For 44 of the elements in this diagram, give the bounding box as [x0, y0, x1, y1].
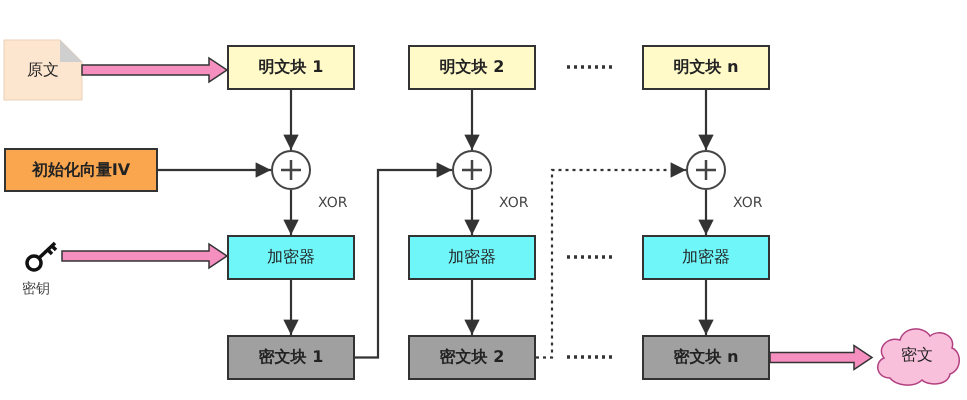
block-arrow: [769, 344, 874, 371]
node-label: 加密器: [267, 247, 315, 268]
xor-circle: [686, 150, 726, 190]
ciphertext-block-box: [642, 335, 770, 380]
xor-circle: [452, 150, 492, 190]
arrow: [464, 90, 480, 150]
ciphertext-block-box: [408, 335, 536, 380]
node-label: 原文: [27, 60, 59, 80]
arrow: [698, 190, 714, 235]
plaintext-block-box: [227, 45, 355, 90]
arrow: [698, 90, 714, 150]
node-label: 密文块 2: [440, 347, 504, 368]
arrow: [283, 190, 299, 235]
caption-text: XOR: [733, 195, 762, 211]
node-label: 密文块 1: [258, 347, 324, 368]
encryptor-box: [642, 235, 770, 280]
encryptor-box: [408, 235, 536, 280]
node-label: 初始化向量IV: [32, 160, 130, 180]
caption-text: XOR: [318, 195, 348, 211]
plaintext-block-box: [408, 45, 536, 90]
node-label: 密文: [901, 344, 933, 366]
dotted-arrow: [536, 162, 686, 359]
caption-text: 密钥: [22, 280, 50, 298]
block-arrow: [81, 56, 228, 84]
initial-vector-box: [4, 148, 158, 192]
node-label: 加密器: [682, 247, 730, 268]
ciphertext-block-box: [227, 335, 355, 380]
node-label: 明文块 n: [674, 57, 738, 78]
arrow: [283, 90, 299, 150]
node-label: 明文块 1: [258, 57, 324, 78]
block-arrow: [61, 242, 228, 270]
arrow: [283, 280, 299, 335]
arrow: [464, 190, 480, 235]
node-label: 加密器: [448, 247, 496, 268]
plaintext-block-box: [642, 45, 770, 90]
xor-circle: [271, 150, 311, 190]
node-label: 明文块 2: [440, 57, 504, 78]
encryptor-box: [227, 235, 355, 280]
arrow: [464, 280, 480, 335]
arrow: [698, 280, 714, 335]
node-label: 密文块 n: [674, 347, 738, 368]
arrow: [158, 162, 271, 178]
caption-text: XOR: [499, 195, 528, 211]
arrow: [355, 162, 452, 359]
